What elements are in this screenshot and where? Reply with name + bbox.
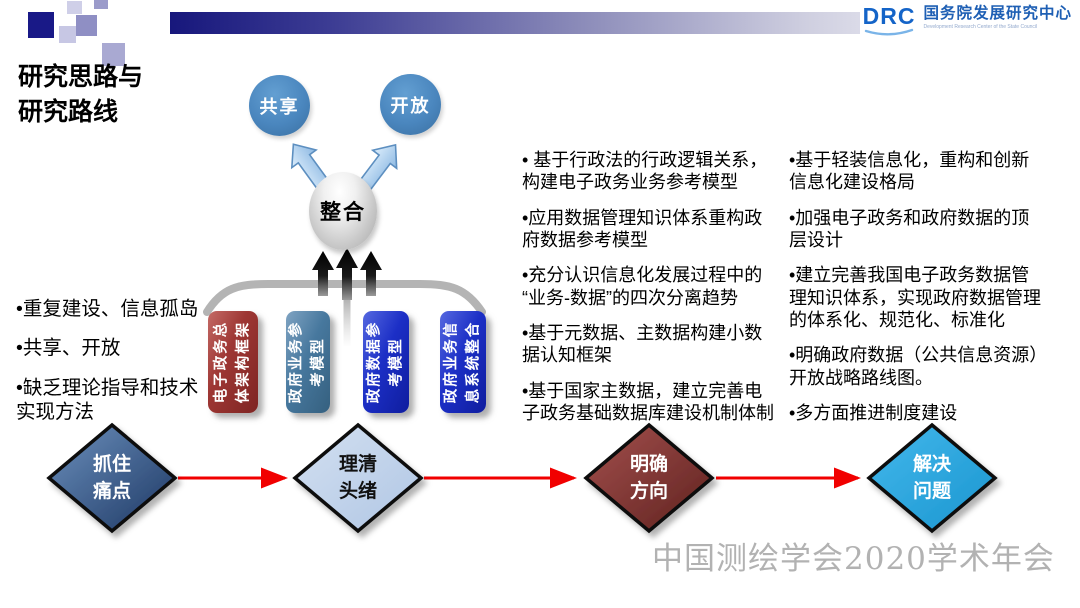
banner-gradient-bar [170, 12, 1080, 34]
deco-square [102, 43, 125, 66]
bullet-item: •充分认识信息化发展过程中的 “业务-数据”的四次分离趋势 [522, 265, 763, 308]
bullet-item: •应用数据管理知识体系重构政 府数据参考模型 [522, 207, 763, 250]
deco-square [28, 12, 54, 38]
drc-swoosh-icon [864, 28, 914, 36]
deco-square [76, 15, 97, 36]
bullet-item: •多方面推进制度建设 [789, 402, 958, 423]
flow-step-label-1: 抓住 痛点 [92, 454, 131, 502]
diamond-step-4 [866, 422, 998, 534]
integrate-sphere: 整合 [309, 172, 377, 250]
diamond-step-3 [583, 422, 715, 534]
bullet-item: •明确政府数据（公共信息资源） 开放战略路线图。 [789, 345, 1048, 388]
deco-square [59, 26, 76, 43]
solution-bullet-list: •基于轻装信息化，重构和创新 信息化建设格局 •加强电子政务和政府数据的顶 层设… [789, 149, 1079, 437]
bar-business-reference-model: 政府业务参 考模型 [286, 311, 330, 413]
bullet-item: •加强电子政务和政府数据的顶 层设计 [789, 207, 1030, 250]
problem-bullet-list: •重复建设、信息孤岛 •共享、开放 •缺乏理论指导和技术 实现方法 [16, 297, 216, 440]
conference-watermark: 中国测绘学会2020学术年会 [652, 541, 1055, 577]
bar-info-system-integration: 政府业务信 息系统整合 [440, 311, 486, 413]
bar-label: 政府数据参 考模型 [366, 320, 404, 404]
flow-step-label-3: 明确 方向 [629, 454, 668, 502]
open-bubble: 开放 [380, 74, 441, 135]
bar-label: 电子政务总 体架构框架 [213, 320, 251, 404]
bullet-item: •重复建设、信息孤岛 [16, 298, 199, 320]
bullet-item: •基于元数据、主数据构建小数 据认知框架 [522, 322, 763, 366]
bar-egov-architecture: 电子政务总 体架构框架 [208, 311, 258, 413]
drc-logo-abbr: DRC [862, 3, 916, 29]
bullet-item: • 基于行政法的行政逻辑关系， 构建电子政务业务参考模型 [522, 150, 768, 193]
flow-step-label-2: 理清 头绪 [338, 454, 377, 502]
integrate-arrows-icon [312, 248, 382, 300]
drc-logo-names: 国务院发展研究中心 Development Research Center of… [923, 5, 1078, 31]
bullet-item: •建立完善我国电子政务数据管 理知识体系，实现政府数据管理 的体系化、规范化、标… [789, 265, 1041, 330]
method-bullet-list: • 基于行政法的行政逻辑关系， 构建电子政务业务参考模型 •应用数据管理知识体系… [522, 149, 784, 437]
bar-label: 政府业务信 息系统整合 [443, 320, 481, 404]
diamond-step-1 [46, 422, 178, 534]
diamond-step-2 [292, 422, 424, 534]
flow-step-label-4: 解决 问题 [912, 454, 951, 502]
drc-logo-name-cn: 国务院发展研究中心 [923, 5, 1072, 22]
deco-square [67, 1, 82, 14]
drc-logo-name-en: Development Research Center of the State… [923, 23, 1038, 30]
bullet-item: •缺乏理论指导和技术 实现方法 [16, 376, 199, 424]
bullet-item: •基于国家主数据，建立完善电 子政务基础数据库建设机制体制 [522, 380, 774, 423]
bullet-item: •共享、开放 [16, 337, 121, 360]
page-title: 研究思路与 研究路线 [18, 63, 144, 126]
drc-logo-abbr-wrap: DRC [863, 5, 916, 37]
bar-label: 政府业务参 考模型 [288, 320, 326, 404]
drc-logo: DRC 国务院发展研究中心 Development Research Cente… [860, 1, 1078, 47]
deco-square [94, 0, 108, 9]
bar-data-reference-model: 政府数据参 考模型 [363, 311, 409, 413]
bullet-item: •基于轻装信息化，重构和创新 信息化建设格局 [789, 150, 1030, 193]
share-bubble: 共享 [249, 75, 310, 136]
